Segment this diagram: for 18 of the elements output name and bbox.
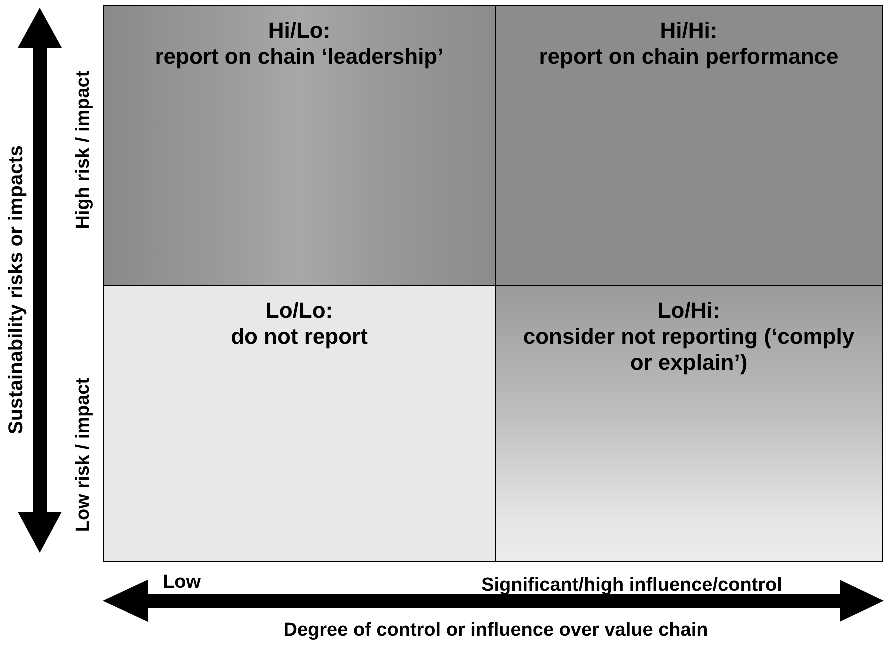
axis-label: Low	[163, 572, 201, 594]
quadrant-panel	[495, 285, 883, 562]
quadrant-text: report on chain ‘leadership’	[154, 44, 445, 70]
quadrant-panel	[103, 5, 496, 286]
axis-label: Significant/high influence/control	[482, 575, 782, 597]
axis-label: Low risk / impact	[73, 378, 95, 532]
quadrant-text: report on chain performance	[538, 44, 840, 70]
quadrant-heading: Hi/Hi:	[659, 18, 719, 44]
quadrant-heading: Lo/Hi:	[656, 298, 722, 324]
quadrant-text: do not report	[230, 324, 369, 350]
quadrant-panel	[495, 5, 883, 286]
axis-title: Sustainability risks or impacts	[6, 146, 28, 434]
quadrant-heading: Hi/Lo:	[267, 18, 332, 44]
quadrant-text: consider not reporting (‘comply or explain’)	[522, 324, 856, 376]
axis-label: High risk / impact	[73, 70, 95, 230]
quadrant-panel	[103, 285, 496, 562]
axis-title: Degree of control or influence over value chain	[284, 620, 708, 642]
quadrant-heading: Lo/Lo:	[264, 298, 334, 324]
